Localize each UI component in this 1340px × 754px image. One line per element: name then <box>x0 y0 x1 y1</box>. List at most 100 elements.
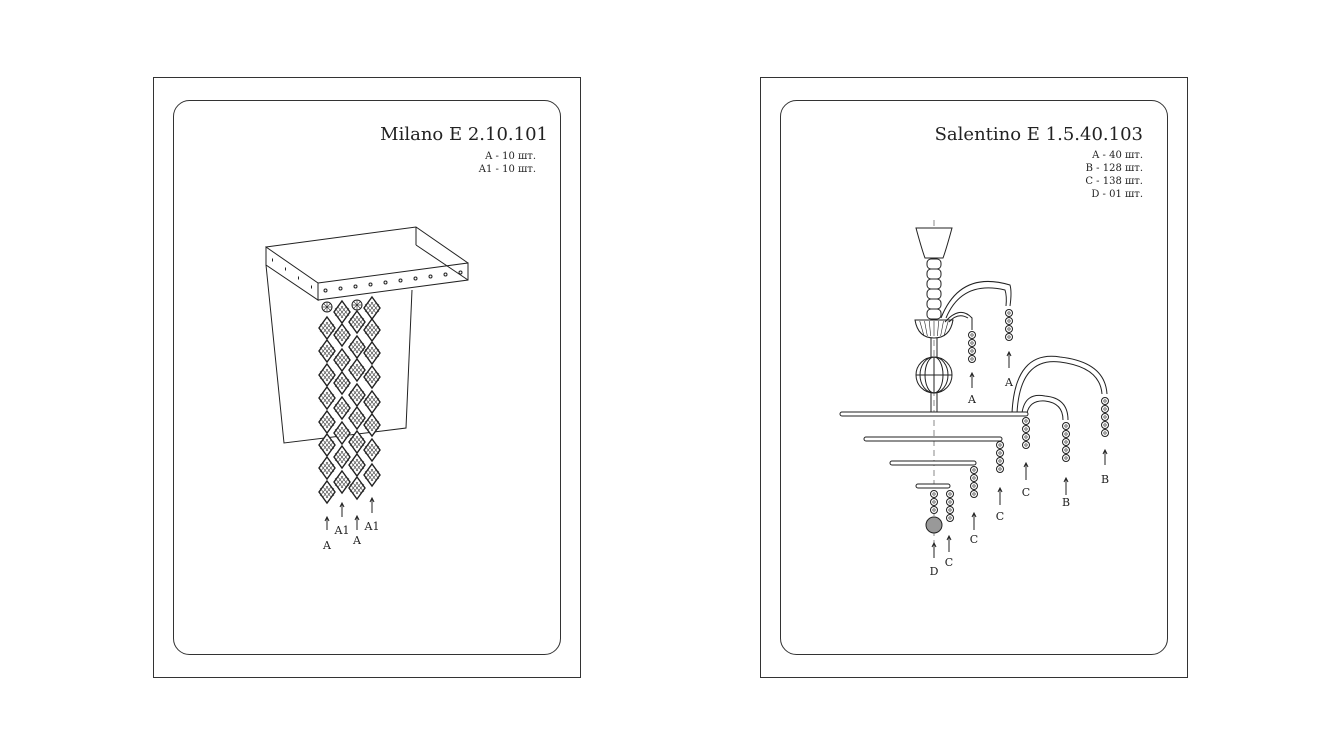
small-arm <box>944 311 973 330</box>
diamond-facet <box>319 368 329 380</box>
bowl-rib <box>937 320 940 337</box>
crystal-drop-c-center <box>1024 419 1028 423</box>
diamond-facet <box>364 348 374 360</box>
diamond-facet <box>334 477 344 489</box>
frame-top-edge <box>265 226 469 264</box>
diamond-facet <box>364 445 374 457</box>
diamond-facet <box>334 330 344 342</box>
callout-label: B <box>1062 496 1070 509</box>
diamond-facet <box>340 426 350 438</box>
crystal-drop-c-center <box>932 508 936 512</box>
diamond-facet <box>325 417 335 429</box>
diamond-facet <box>334 401 344 413</box>
crystal-drop-b <box>1062 438 1070 446</box>
plate-tier-2 <box>863 436 1003 442</box>
diamond-facet <box>325 440 335 452</box>
diamond-facet <box>319 461 329 473</box>
diamond-facet <box>325 346 335 358</box>
diamond-facet <box>349 388 359 400</box>
crystal-drop-c <box>946 514 954 522</box>
diamond-facet <box>355 315 365 327</box>
diamond-facet <box>325 370 335 382</box>
stem-bead <box>926 298 942 310</box>
diamond-facet <box>325 461 335 473</box>
diamond-facet <box>367 324 377 336</box>
diamond-facet <box>325 485 335 497</box>
callout-label: C <box>945 556 953 569</box>
crystal-drop-c <box>946 506 954 514</box>
crystal-drop-b <box>1062 446 1070 454</box>
crystal-diamond <box>348 357 366 383</box>
medium-arm <box>1021 394 1069 421</box>
crystal-diamond <box>363 462 381 488</box>
crystal-drop-c <box>970 474 978 482</box>
upper-arm-inner <box>945 287 1007 319</box>
diamond-facet <box>370 323 380 335</box>
diamond-facet <box>325 463 335 475</box>
diamond-facet <box>364 397 374 409</box>
diamond-facet <box>319 463 329 475</box>
callout-arrowhead <box>324 515 330 522</box>
crystal-drop-c-center <box>948 508 952 512</box>
mounting-hole <box>383 280 388 285</box>
diamond-facet <box>322 345 332 357</box>
crystal-diamond <box>318 362 336 388</box>
crystal-drop-a-center <box>1007 327 1011 331</box>
diamond-facet <box>325 393 335 405</box>
diamond-facet <box>370 346 380 358</box>
diamond-facet <box>364 346 374 358</box>
diamond-facet <box>319 485 329 497</box>
crystal-diamond <box>348 475 366 501</box>
crystal-drop-c <box>996 457 1004 465</box>
product-title: Milano E 2.10.101 <box>380 124 548 145</box>
crystal-drop-a-center <box>970 357 974 361</box>
diamond-facet <box>337 476 347 488</box>
diamond-facet <box>367 469 377 481</box>
diamond-facet <box>337 427 347 439</box>
crystal-drop-c-center <box>948 500 952 504</box>
callout-label: C <box>996 510 1004 523</box>
diamond-facet <box>370 325 380 337</box>
bowl-rib <box>924 320 928 337</box>
crystal-drop-c-center <box>1024 443 1028 447</box>
diamond-facet <box>325 415 335 427</box>
callout-label: A1 <box>334 524 350 537</box>
stem-bead <box>926 258 942 270</box>
diamond-facet <box>349 437 359 449</box>
diamond-facet <box>349 413 359 425</box>
diamond-facet <box>355 390 365 402</box>
diamond-facet <box>340 307 350 319</box>
crystal-drop-c <box>970 482 978 490</box>
crystal-diamond <box>333 299 351 325</box>
frame-side-band <box>265 246 319 301</box>
crystal-drop-c-center <box>998 451 1002 455</box>
diamond-facet <box>355 481 365 493</box>
diamond-facet <box>364 323 374 335</box>
crystal-diamond <box>318 409 336 435</box>
diamond-facet <box>337 377 347 389</box>
crystal-drop-a <box>1005 317 1013 325</box>
callout-label: A <box>352 534 362 547</box>
diamond-facet <box>349 363 359 375</box>
crystal-diamond <box>348 382 366 408</box>
diamond-facet <box>349 483 359 495</box>
diamond-facet <box>370 420 380 432</box>
crystal-drop-c <box>946 490 954 498</box>
diamond-facet <box>370 301 380 313</box>
diamond-facet <box>349 460 359 472</box>
crystal-drop-c <box>996 465 1004 473</box>
callout-arrowhead <box>1102 448 1108 455</box>
frame-side-band-back <box>415 244 469 281</box>
crystal-diamond <box>318 338 336 364</box>
crystal-drop-c-center <box>998 467 1002 471</box>
diamond-facet <box>337 354 347 366</box>
crystal-diamond <box>348 405 366 431</box>
crystal-diamond <box>318 479 336 505</box>
mounting-hole <box>338 286 343 291</box>
crystal-diamond <box>333 322 351 348</box>
crystal-diamond <box>333 444 351 470</box>
crystal-drop-b-center <box>1103 407 1107 411</box>
diamond-facet <box>352 389 362 401</box>
diamond-facet <box>349 342 359 354</box>
crystal-drop-a <box>1005 309 1013 317</box>
